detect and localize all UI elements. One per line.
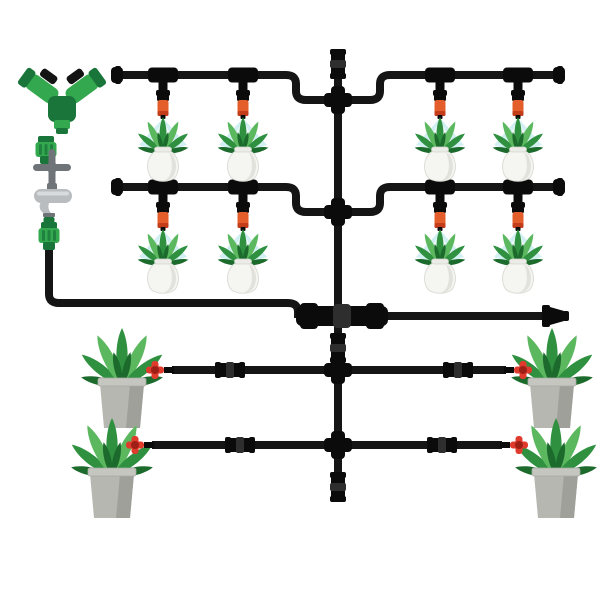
cross-fitting	[324, 198, 352, 226]
mist-nozzle	[157, 207, 169, 231]
faucet-spout-tip	[43, 213, 55, 217]
tube-row-b-right	[340, 183, 554, 216]
faucet-spout	[39, 200, 52, 214]
tee-fitting	[228, 67, 258, 96]
coupler-fitting	[225, 437, 255, 453]
tee-fitting	[425, 179, 455, 208]
end-plug	[553, 66, 565, 84]
coupler-fitting	[215, 362, 245, 378]
end-plug	[111, 178, 123, 196]
splitter-outlet	[54, 120, 70, 129]
coupler-fitting	[443, 362, 473, 378]
mist-nozzle	[512, 207, 524, 231]
mist-nozzle	[434, 95, 446, 119]
coupler-fitting	[330, 472, 346, 502]
vase-plant	[136, 117, 190, 181]
faucet-handle-cap	[46, 162, 58, 173]
pot-plant	[513, 418, 600, 518]
cross-fitting	[324, 86, 352, 114]
tee-fitting	[228, 179, 258, 208]
splitter-outlet-tip	[56, 128, 68, 134]
coupler-fitting	[330, 49, 346, 79]
valve-lever	[66, 68, 85, 85]
cross-fitting	[324, 431, 352, 459]
valve-lever	[39, 68, 58, 85]
cross-fitting	[324, 356, 352, 384]
mist-nozzle	[157, 95, 169, 119]
vase-plant	[491, 117, 545, 181]
mist-nozzle	[512, 95, 524, 119]
vase-plant	[136, 229, 190, 293]
tubing-network	[45, 57, 554, 497]
tube-row-a-left	[122, 71, 336, 104]
mist-nozzle	[237, 95, 249, 119]
tube-row-b-left	[122, 183, 336, 216]
tee-fitting	[503, 67, 533, 96]
mist-nozzle	[434, 207, 446, 231]
faucet-body	[34, 189, 72, 203]
pot-plant	[69, 418, 156, 518]
coupler-fitting	[427, 437, 457, 453]
vase-plant	[413, 117, 467, 181]
faucet	[33, 149, 72, 250]
tube-row-a-right	[340, 71, 554, 104]
tee-fitting	[425, 67, 455, 96]
faucet-highlight	[37, 191, 69, 196]
splitter-body	[48, 96, 76, 122]
tap-adapter	[43, 217, 55, 223]
vase-plant	[413, 229, 467, 293]
splitter-right-arm	[65, 67, 107, 104]
tee-fitting	[503, 179, 533, 208]
end-plug	[111, 66, 123, 84]
vase-plant	[491, 229, 545, 293]
end-plug	[553, 178, 565, 196]
end-cap	[542, 305, 569, 327]
quick-coupling	[38, 222, 60, 250]
vase-plant	[216, 117, 270, 181]
manifold-connector	[296, 303, 388, 329]
splitter-left-arm	[17, 67, 59, 104]
tee-fitting	[148, 67, 178, 96]
vase-plant	[216, 229, 270, 293]
mist-nozzle	[237, 207, 249, 231]
tee-fitting	[148, 179, 178, 208]
hose-splitter	[17, 67, 107, 134]
